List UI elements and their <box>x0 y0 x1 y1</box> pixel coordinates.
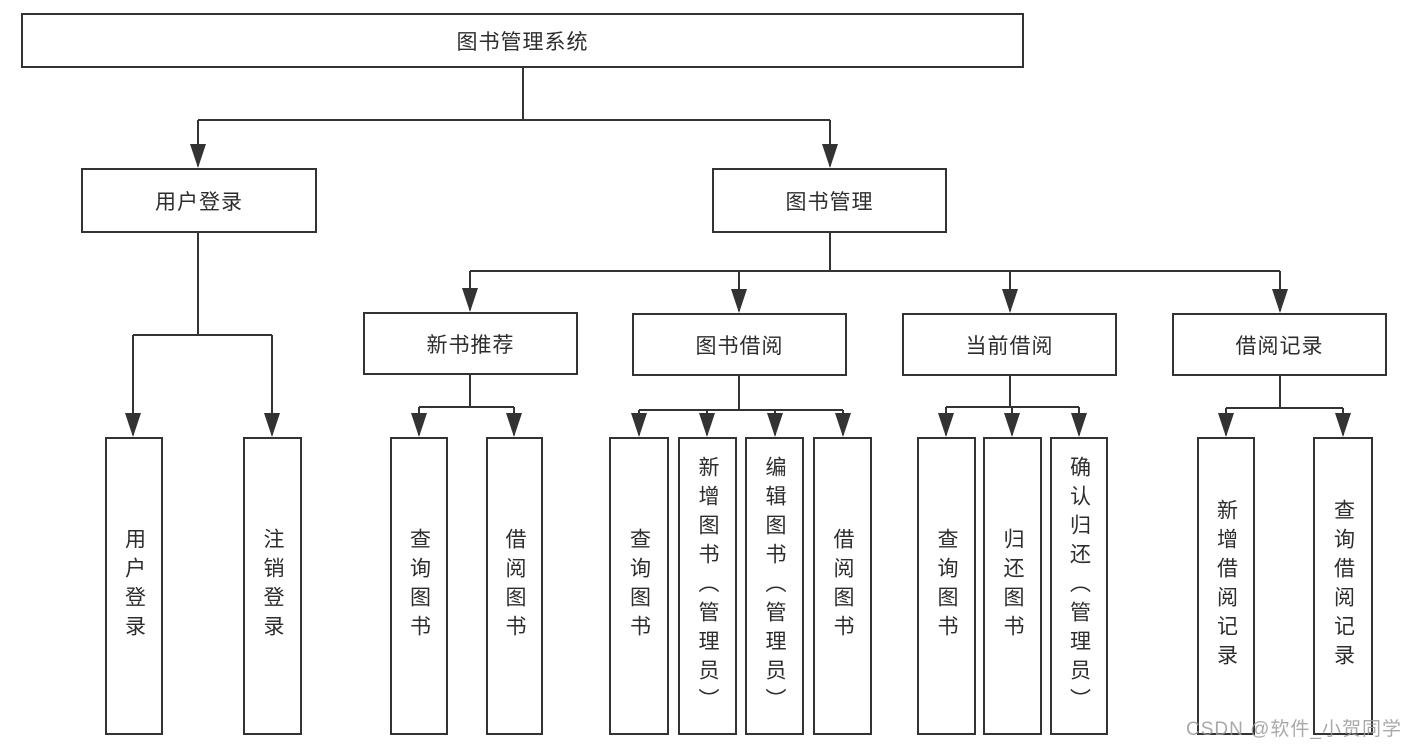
leaf-borrow-books-newbook: 借阅图书 <box>486 437 543 735</box>
leaf-confirm-return-admin: 确认归还（管理员） <box>1050 437 1108 735</box>
node-label: 新书推荐 <box>426 333 515 357</box>
connector-records-to-leaves <box>1225 376 1344 435</box>
node-root-system: 图书管理系统 <box>21 13 1024 68</box>
node-book-management-branch: 图书管理 <box>712 168 947 233</box>
node-current-borrow: 当前借阅 <box>902 313 1117 376</box>
node-book-borrow: 图书借阅 <box>632 313 847 376</box>
arrow-down-icon <box>631 413 647 437</box>
arrow-down-icon <box>767 413 783 437</box>
leaf-label: 借阅图书 <box>831 528 854 644</box>
arrow-down-icon <box>835 413 851 437</box>
arrow-down-icon <box>1272 289 1288 313</box>
leaf-label: 新增借阅记录 <box>1214 499 1238 673</box>
node-borrow-records: 借阅记录 <box>1172 313 1387 376</box>
node-user-login-branch: 用户登录 <box>81 168 317 233</box>
leaf-query-books-newbook: 查询图书 <box>390 437 448 735</box>
leaf-label: 查询图书 <box>935 528 958 644</box>
node-label: 用户登录 <box>155 190 243 214</box>
leaf-query-borrow-record: 查询借阅记录 <box>1313 437 1373 735</box>
arrow-down-icon <box>1004 413 1020 437</box>
arrow-down-icon <box>1335 413 1351 437</box>
leaf-return-books: 归还图书 <box>983 437 1042 735</box>
node-label: 借阅记录 <box>1235 334 1324 358</box>
node-label: 图书借阅 <box>695 334 784 358</box>
connector-mgmt-to-level3 <box>469 233 1281 311</box>
arrow-down-icon <box>411 413 427 437</box>
leaf-add-borrow-record: 新增借阅记录 <box>1197 437 1255 735</box>
arrowheads <box>125 144 1351 437</box>
leaf-label: 查询图书 <box>627 528 651 644</box>
arrow-down-icon <box>125 413 141 437</box>
arrow-down-icon <box>1218 413 1234 437</box>
leaf-label: 借阅图书 <box>503 528 526 644</box>
arrow-down-icon <box>1002 289 1018 313</box>
leaf-label: 编辑图书（管理员） <box>763 455 786 717</box>
leaf-borrow-books: 借阅图书 <box>813 437 872 735</box>
leaf-query-books-borrow: 查询图书 <box>609 437 669 735</box>
leaf-add-books-admin: 新增图书（管理员） <box>678 437 737 735</box>
arrow-down-icon <box>731 289 747 313</box>
arrow-down-icon <box>462 288 478 312</box>
connector-strokes <box>132 68 1344 435</box>
leaf-label: 注销登录 <box>261 528 284 644</box>
node-label: 图书管理 <box>785 190 874 214</box>
arrow-down-icon <box>506 413 522 437</box>
leaf-label: 确认归还（管理员） <box>1067 455 1091 717</box>
node-new-book-recommend: 新书推荐 <box>363 312 578 375</box>
csdn-watermark: CSDN @软件_小贺同学 <box>1186 719 1402 740</box>
arrow-down-icon <box>699 413 715 437</box>
arrow-down-icon <box>938 413 954 437</box>
arrow-down-icon <box>1071 413 1087 437</box>
arrow-down-icon <box>822 144 838 168</box>
leaf-user-login: 用户登录 <box>105 437 163 735</box>
leaf-label: 新增图书（管理员） <box>696 455 719 717</box>
node-label: 当前借阅 <box>965 334 1054 358</box>
leaf-label: 用户登录 <box>122 528 146 644</box>
leaf-query-books-current: 查询图书 <box>917 437 976 735</box>
leaf-logout: 注销登录 <box>243 437 302 735</box>
connector-newbook-to-leaves <box>418 375 515 435</box>
arrow-down-icon <box>264 413 280 437</box>
leaf-edit-books-admin: 编辑图书（管理员） <box>745 437 804 735</box>
arrow-down-icon <box>190 144 206 168</box>
node-label: 图书管理系统 <box>456 30 589 54</box>
connector-login-to-leaves <box>132 233 273 435</box>
leaf-label: 归还图书 <box>1001 528 1024 644</box>
connector-root-to-level2 <box>197 68 831 166</box>
connector-borrow-to-leaves <box>638 376 844 435</box>
leaf-label: 查询借阅记录 <box>1331 499 1355 673</box>
leaf-label: 查询图书 <box>407 528 431 644</box>
